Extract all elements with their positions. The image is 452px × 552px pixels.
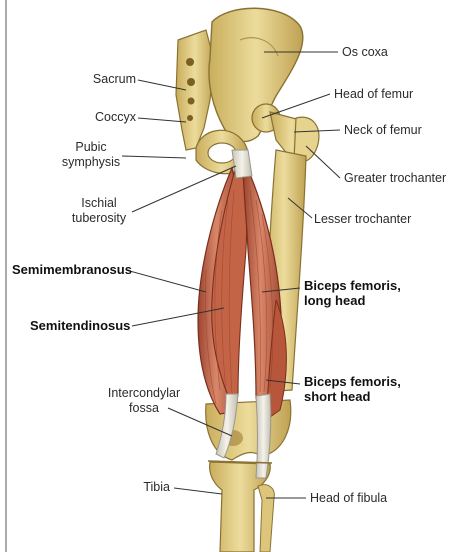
label-semitendinosus: Semitendinosus: [30, 318, 130, 333]
label-intercondylar-line2: fossa: [92, 401, 196, 416]
sacral-foramen: [187, 78, 195, 86]
label-pubic-symphysis: Pubic symphysis: [60, 140, 122, 170]
leader-pubic-symphysis: [122, 156, 186, 158]
sacral-foramen: [187, 115, 193, 121]
label-biceps-short-line2: short head: [304, 389, 401, 404]
obturator-foramen: [208, 143, 236, 163]
label-biceps-long-line1: Biceps femoris,: [304, 278, 401, 293]
label-ischial-tuberosity-line2: tuberosity: [68, 211, 130, 226]
label-biceps-femoris-short-head: Biceps femoris, short head: [304, 374, 401, 404]
leader-tibia: [174, 488, 222, 494]
label-os-coxa: Os coxa: [342, 45, 388, 60]
label-intercondylar-line1: Intercondylar: [92, 386, 196, 401]
label-intercondylar-fossa: Intercondylar fossa: [92, 386, 196, 416]
label-biceps-femoris-long-head: Biceps femoris, long head: [304, 278, 401, 308]
label-coccyx: Coccyx: [70, 110, 136, 125]
label-lesser-trochanter: Lesser trochanter: [314, 212, 411, 227]
leader-semimembranosus: [126, 270, 206, 292]
label-head-of-femur: Head of femur: [334, 87, 413, 102]
label-tibia: Tibia: [120, 480, 170, 495]
label-neck-of-femur: Neck of femur: [344, 123, 422, 138]
label-sacrum: Sacrum: [70, 72, 136, 87]
label-ischial-tuberosity-line1: Ischial: [68, 196, 130, 211]
sacrum-shape: [176, 30, 214, 150]
common-tendon-origin: [232, 150, 252, 178]
label-biceps-long-line2: long head: [304, 293, 401, 308]
leader-greater-trochanter: [306, 146, 340, 178]
label-biceps-short-line1: Biceps femoris,: [304, 374, 401, 389]
sacral-foramen: [186, 58, 194, 66]
label-ischial-tuberosity: Ischial tuberosity: [68, 196, 130, 226]
label-pubic-symphysis-line2: symphysis: [60, 155, 122, 170]
fibula-shape: [258, 485, 274, 552]
label-pubic-symphysis-line1: Pubic: [60, 140, 122, 155]
leader-coccyx: [138, 118, 186, 122]
label-head-of-fibula: Head of fibula: [310, 491, 387, 506]
sacral-foramen: [188, 98, 195, 105]
label-greater-trochanter: Greater trochanter: [344, 171, 446, 186]
label-semimembranosus: Semimembranosus: [12, 262, 132, 277]
